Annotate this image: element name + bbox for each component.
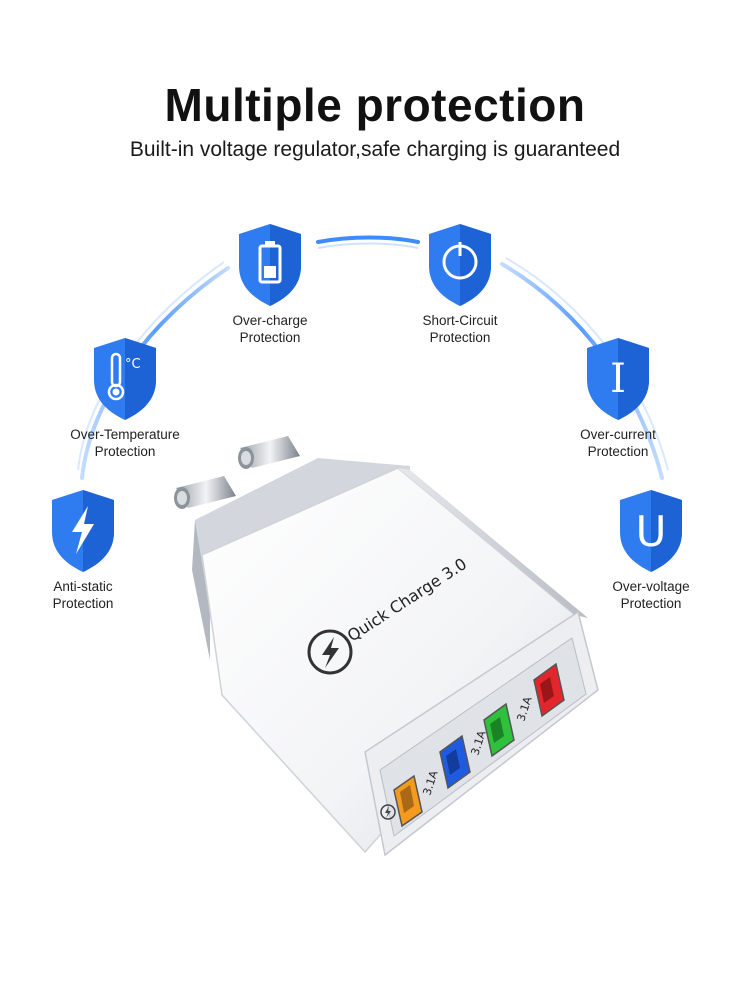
- thermometer-icon: °C: [94, 338, 156, 420]
- lightning-icon: [52, 490, 114, 572]
- feature-over-voltage: U Over-voltage Protection: [576, 488, 726, 612]
- plug-pin: [238, 436, 300, 469]
- feature-label-line1: Over-charge: [232, 313, 308, 328]
- feature-label-line1: Over-current: [580, 427, 656, 442]
- voltage-letter: U: [636, 507, 667, 556]
- feature-label-line1: Over-voltage: [612, 579, 690, 594]
- feature-label-line2: Protection: [429, 330, 491, 345]
- feature-label-line2: Protection: [52, 596, 114, 611]
- feature-over-charge: Over-charge Protection: [195, 222, 345, 346]
- plug-pin: [174, 476, 236, 509]
- feature-label-line2: Protection: [587, 444, 649, 459]
- feature-over-temperature: °C Over-Temperature Protection: [50, 336, 200, 460]
- feature-label-line1: Anti-static: [53, 579, 113, 594]
- feature-label-line1: Short-Circuit: [422, 313, 498, 328]
- charge-mark-icon: [380, 804, 396, 820]
- current-icon: I: [587, 338, 649, 420]
- feature-label-line2: Protection: [239, 330, 301, 345]
- feature-label-line2: Protection: [94, 444, 156, 459]
- feature-anti-static: Anti-static Protection: [8, 488, 158, 612]
- usb-port-red: [533, 662, 565, 718]
- feature-label-line2: Protection: [620, 596, 682, 611]
- feature-over-current: I Over-current Protection: [543, 336, 693, 460]
- power-icon: [429, 224, 491, 306]
- battery-icon: [239, 224, 301, 306]
- page-title: Multiple protection: [164, 79, 586, 131]
- usb-port-blue: [439, 734, 471, 790]
- usb-port-green: [483, 702, 515, 758]
- celsius-glyph: °C: [125, 357, 141, 372]
- current-letter: I: [610, 356, 626, 402]
- feature-label-line1: Over-Temperature: [70, 427, 180, 442]
- page-subtitle: Built-in voltage regulator,safe charging…: [129, 138, 621, 161]
- feature-short-circuit: Short-Circuit Protection: [385, 222, 535, 346]
- voltage-icon: U: [620, 490, 682, 572]
- usb-port-orange: [393, 774, 423, 828]
